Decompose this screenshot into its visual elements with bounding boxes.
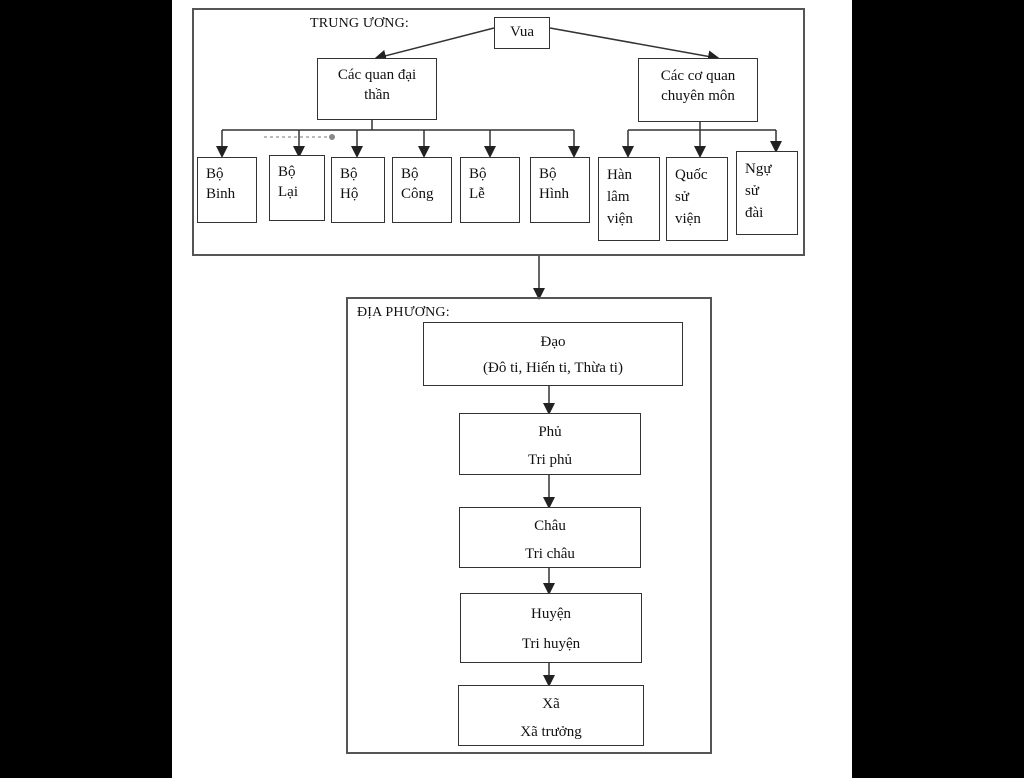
level-box-dao: Đạo (Đô ti, Hiến ti, Thừa ti) (423, 322, 683, 386)
level-box-chau: Châu Tri châu (459, 507, 641, 568)
ministers-box: Các quan đại thần (317, 58, 437, 120)
level-officials: Xã trưởng (520, 724, 582, 740)
agency-box-quoc-su-vien: Quốc sử viện (666, 157, 728, 241)
ministry-label: Bộ (539, 166, 557, 182)
diagram-page: TRUNG ƯƠNG: Vua Các quan đại thần Các cơ… (172, 0, 852, 778)
ministry-box-hinh: Bộ Hình (530, 157, 590, 223)
ministry-box-ho: Bộ Hộ (331, 157, 385, 223)
agencies-label-line-2: chuyên môn (661, 88, 735, 104)
ministry-label: Bộ (469, 166, 487, 182)
agency-label: sử (675, 189, 689, 205)
ministry-label: Hình (539, 186, 569, 202)
ministry-box-binh: Bộ Binh (197, 157, 257, 223)
local-frame (346, 297, 712, 754)
level-officials: (Đô ti, Hiến ti, Thừa ti) (483, 360, 623, 376)
level-officials: Tri châu (525, 546, 575, 562)
ministry-label: Bộ (340, 166, 358, 182)
agency-label: Ngự (745, 161, 772, 177)
agencies-box: Các cơ quan chuyên môn (638, 58, 758, 122)
ministry-label: Công (401, 186, 434, 202)
central-section-label: TRUNG ƯƠNG: (310, 16, 410, 31)
ministers-label-line-2: thần (364, 87, 390, 103)
ministry-label: Hộ (340, 186, 359, 202)
level-box-xa: Xã Xã trưởng (458, 685, 644, 746)
level-officials: Tri huyện (521, 636, 581, 652)
agency-box-ngu-su-dai: Ngự sử đài (736, 151, 798, 235)
ministry-box-lai: Bộ Lại (269, 155, 325, 221)
agency-label: Hàn (607, 167, 632, 183)
ministry-label: Lại (278, 184, 298, 200)
agency-label: lâm (607, 189, 630, 205)
ministry-label: Bộ (401, 166, 419, 182)
king-label: Vua (509, 24, 535, 40)
ministers-label-line-1: Các quan đại (337, 67, 417, 83)
agency-label: sử (745, 183, 759, 199)
agencies-label-line-1: Các cơ quan (660, 68, 736, 84)
king-box: Vua (494, 17, 550, 49)
agency-label: Quốc (675, 167, 708, 183)
level-box-phu: Phủ Tri phủ (459, 413, 641, 475)
ministry-label: Bộ (206, 166, 224, 182)
level-name: Phủ (538, 424, 562, 440)
ministry-label: Binh (206, 186, 236, 202)
ministry-label: Lễ (469, 186, 485, 202)
agency-label: viện (607, 211, 633, 227)
level-name: Huyện (531, 606, 571, 622)
local-section-label: ĐỊA PHƯƠNG: (357, 305, 450, 320)
level-box-huyen: Huyện Tri huyện (460, 593, 642, 663)
level-name: Xã (542, 696, 560, 712)
ministry-box-le: Bộ Lễ (460, 157, 520, 223)
connector-lines (216, 27, 782, 687)
agency-label: viện (675, 211, 701, 227)
level-name: Châu (534, 518, 566, 534)
ministry-box-cong: Bộ Công (392, 157, 452, 223)
ministry-label: Bộ (278, 164, 296, 180)
central-frame (192, 8, 805, 256)
agency-label: đài (745, 205, 764, 221)
level-name: Đạo (540, 334, 566, 350)
agency-box-han-lam-vien: Hàn lâm viện (598, 157, 660, 241)
level-officials: Tri phủ (527, 452, 573, 468)
